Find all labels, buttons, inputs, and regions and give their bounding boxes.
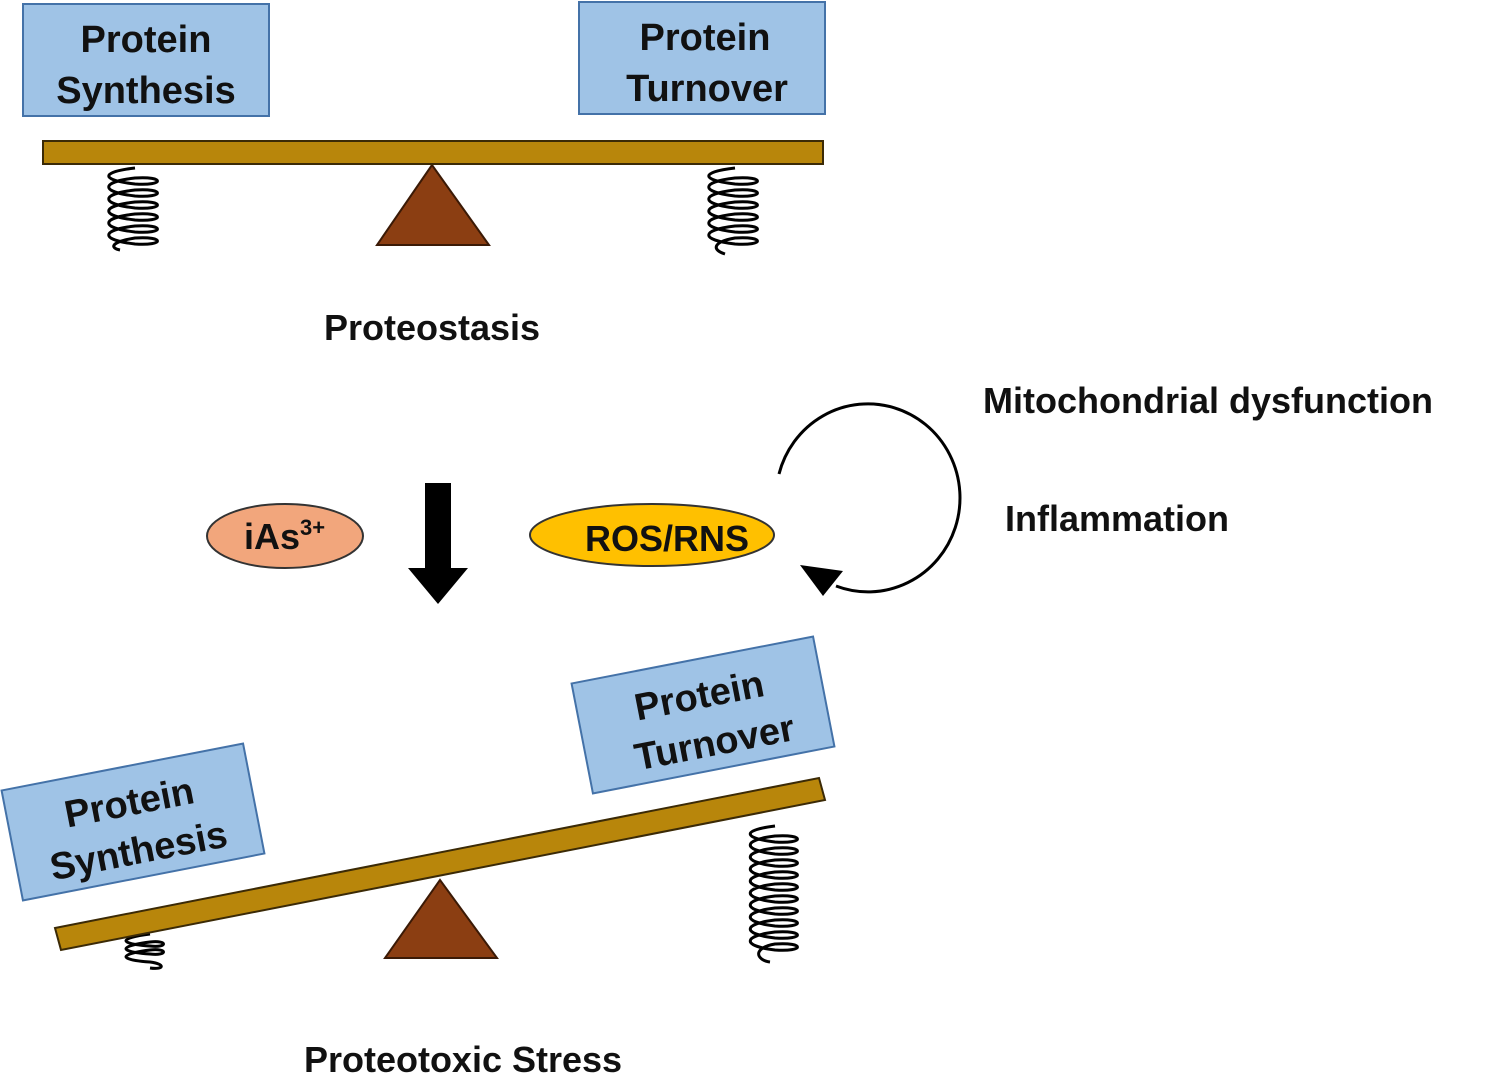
- balanced-scale: Protein Synthesis Protein Turnover Prote…: [22, 1, 826, 348]
- protein-turnover-box-bottom: Protein Turnover: [570, 635, 836, 795]
- feedback-cycle-arrow-icon: [777, 402, 962, 594]
- ias-ellipse: iAs3+: [206, 503, 364, 569]
- ias-base: iAs: [244, 516, 300, 557]
- down-arrow-icon: [408, 483, 468, 604]
- ias-superscript: 3+: [300, 515, 325, 540]
- inflammation-label: Inflammation: [1005, 498, 1229, 539]
- protein-synthesis-box-top: Protein Synthesis: [22, 3, 270, 117]
- fulcrum-bottom: [383, 878, 499, 959]
- left-spring-bottom: [124, 932, 165, 970]
- protein-synthesis-box-bottom: Protein Synthesis: [0, 742, 266, 902]
- imbalanced-scale: Protein Synthesis Protein Turnover Prote…: [0, 635, 836, 1076]
- cycle-arrowhead-icon: [800, 565, 843, 596]
- box-label-line2: Synthesis: [56, 70, 236, 112]
- beam-top: [42, 140, 824, 165]
- ros-rns-ellipse: ROS/RNS: [529, 503, 775, 567]
- ros-rns-label: ROS/RNS: [585, 518, 749, 559]
- mitochondrial-dysfunction-label: Mitochondrial dysfunction: [983, 380, 1433, 421]
- protein-turnover-box-top: Protein Turnover: [578, 1, 826, 115]
- proteostasis-caption: Proteostasis: [324, 307, 540, 348]
- box-label-line2: Turnover: [626, 68, 788, 110]
- box-label-line1: Protein: [640, 17, 771, 59]
- ias-label: iAs3+: [244, 515, 325, 557]
- beam-bottom: [53, 776, 827, 952]
- right-spring-bottom: [749, 824, 799, 964]
- stressors: iAs3+ ROS/RNS Mitochondrial dysfunction …: [206, 380, 1433, 604]
- right-spring-top: [707, 166, 759, 256]
- fulcrum-top: [375, 163, 491, 246]
- proteotoxic-stress-caption: Proteotoxic Stress: [304, 1039, 622, 1076]
- left-spring-top: [107, 166, 159, 252]
- box-label-line1: Protein: [81, 19, 212, 61]
